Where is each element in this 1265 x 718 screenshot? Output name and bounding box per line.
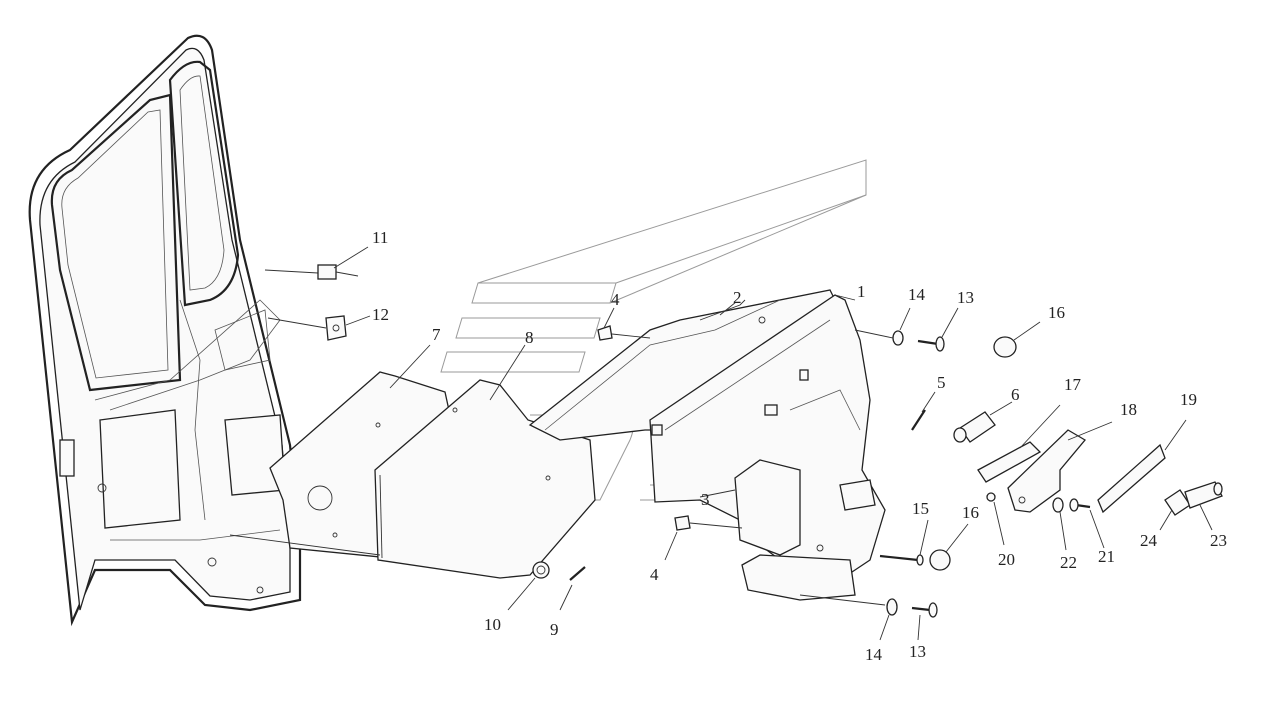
part-4-clip-upper	[597, 307, 651, 341]
callout-11: 11	[372, 228, 388, 247]
part-16-cap-lower	[929, 523, 969, 571]
callout-10: 10	[484, 615, 501, 634]
callout-9: 9	[550, 620, 559, 639]
callout-14-lower: 14	[865, 645, 883, 664]
callout-labels: 11 12 7 8 4 2 1 14 13 16 5 6 17 18 19 3 …	[372, 228, 1227, 664]
part-14-washer-lower	[879, 598, 898, 641]
part-1-trim-panel	[649, 294, 886, 581]
part-13-screw-upper	[917, 307, 959, 352]
callout-7: 7	[432, 325, 441, 344]
callout-5: 5	[937, 373, 946, 392]
door-frame	[28, 34, 302, 627]
part-14-washer-upper	[854, 307, 911, 346]
callout-22: 22	[1060, 553, 1077, 572]
part-5-spring	[911, 391, 936, 431]
part-24-bushing	[1159, 489, 1191, 531]
callout-19: 19	[1180, 390, 1197, 409]
callout-16-lower: 16	[962, 503, 979, 522]
part-11-clip	[264, 246, 369, 280]
part-18-handle-housing	[1007, 421, 1113, 513]
callout-13-upper: 13	[957, 288, 974, 307]
part-9-pin	[559, 566, 586, 611]
part-19-grip	[1097, 419, 1187, 514]
callout-4-upper: 4	[611, 290, 620, 309]
part-3-pocket	[699, 459, 886, 606]
callout-12: 12	[372, 305, 389, 324]
part-23-pin	[1184, 481, 1223, 531]
callout-6: 6	[1011, 385, 1020, 404]
part-20-ball	[986, 492, 1005, 546]
part-10-grommet	[507, 561, 550, 611]
part-15-screw	[879, 519, 929, 566]
callout-1: 1	[857, 282, 866, 301]
callout-14-upper: 14	[908, 285, 926, 304]
part-4-clip-lower	[664, 515, 743, 561]
callout-20: 20	[998, 550, 1015, 569]
callout-18: 18	[1120, 400, 1137, 419]
callout-21: 21	[1098, 547, 1115, 566]
part-17-plate	[977, 404, 1061, 483]
part-12-nut-plate	[267, 315, 371, 341]
callout-23: 23	[1210, 531, 1227, 550]
part-16-cap-upper	[993, 321, 1041, 358]
callout-8: 8	[525, 328, 534, 347]
part-13-screw-lower	[911, 602, 938, 641]
callout-24: 24	[1140, 531, 1158, 550]
callout-16-upper: 16	[1048, 303, 1065, 322]
callout-4-lower: 4	[650, 565, 659, 584]
part-21-screw	[1069, 498, 1105, 549]
callout-15: 15	[912, 499, 929, 518]
callout-13-lower: 13	[909, 642, 926, 661]
callout-17: 17	[1064, 375, 1082, 394]
part-22-washer	[1052, 497, 1067, 551]
callout-2: 2	[733, 288, 742, 307]
callout-3: 3	[701, 490, 710, 509]
part-6-lock	[953, 401, 1013, 443]
